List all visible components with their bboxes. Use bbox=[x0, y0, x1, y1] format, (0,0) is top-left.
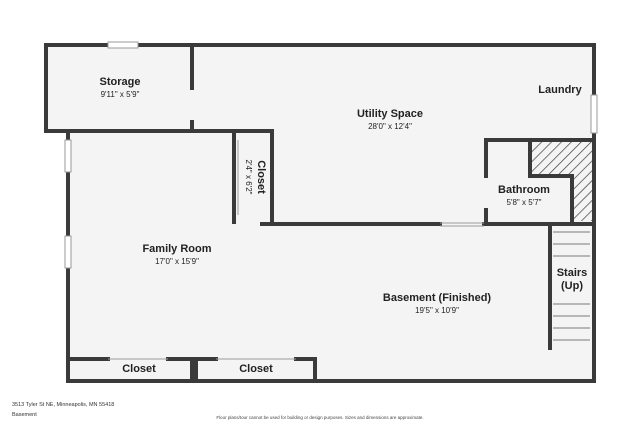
room-storage: Storage 9'11" x 5'9" bbox=[80, 76, 160, 100]
openings bbox=[108, 140, 484, 360]
room-basement-finished: Basement (Finished) 19'5" x 10'9" bbox=[370, 292, 504, 316]
window-top-storage bbox=[107, 41, 139, 49]
window-left-lower bbox=[64, 235, 72, 269]
room-stairs: Stairs (Up) bbox=[552, 267, 592, 293]
room-name: Closet bbox=[255, 160, 267, 194]
room-dimensions: 19'5" x 10'9" bbox=[415, 306, 459, 315]
room-name: Storage bbox=[99, 76, 141, 88]
room-dimensions: 17'0" x 15'9" bbox=[155, 257, 199, 266]
room-bathroom: Bathroom 5'8" x 5'7" bbox=[493, 184, 555, 208]
room-closet-vertical: Closet 2'4" x 6'2" bbox=[241, 136, 267, 218]
stairs-direction: (Up) bbox=[561, 280, 583, 292]
room-dimensions: 5'8" x 5'7" bbox=[506, 198, 542, 207]
walls bbox=[44, 43, 596, 383]
room-closet-right: Closet bbox=[226, 363, 286, 376]
footer-level: Basement bbox=[12, 412, 37, 418]
footer-address: 3513 Tyler St NE, Minneapolis, MN 55418 bbox=[12, 402, 115, 408]
floor-area bbox=[46, 45, 594, 381]
shaft-hatch bbox=[532, 142, 592, 221]
room-dimensions: 28'0" x 12'4" bbox=[368, 122, 412, 131]
window-right-laundry bbox=[590, 94, 598, 134]
windows bbox=[64, 41, 598, 269]
room-name: Laundry bbox=[538, 84, 582, 96]
room-family-room: Family Room 17'0" x 15'9" bbox=[127, 243, 227, 267]
room-name: Basement (Finished) bbox=[382, 292, 492, 304]
room-utility-space: Utility Space 28'0" x 12'4" bbox=[340, 108, 440, 132]
room-name: Utility Space bbox=[356, 108, 424, 120]
footer-disclaimer: Floor plans/tour cannot be used for buil… bbox=[216, 415, 424, 420]
window-left-upper bbox=[64, 139, 72, 173]
room-laundry: Laundry bbox=[530, 84, 590, 97]
room-name: Bathroom bbox=[498, 184, 550, 196]
room-dimensions: 2'4" x 6'2" bbox=[244, 159, 253, 195]
room-closet-left: Closet bbox=[110, 363, 168, 376]
room-name: Stairs bbox=[556, 267, 588, 279]
room-name: Closet bbox=[122, 363, 156, 375]
room-dimensions: 9'11" x 5'9" bbox=[100, 90, 140, 99]
room-name: Family Room bbox=[142, 243, 212, 255]
room-name: Closet bbox=[239, 363, 273, 375]
